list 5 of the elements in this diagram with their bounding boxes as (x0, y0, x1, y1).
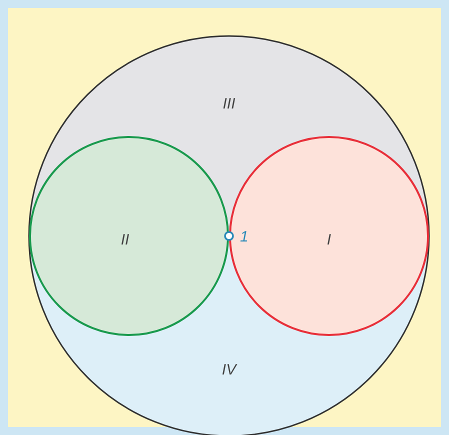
region-label: IV (222, 362, 236, 378)
region-label: III (222, 96, 236, 112)
region-label: II (120, 232, 130, 248)
region-label: I (326, 232, 332, 248)
point-label: 1 (240, 228, 248, 246)
